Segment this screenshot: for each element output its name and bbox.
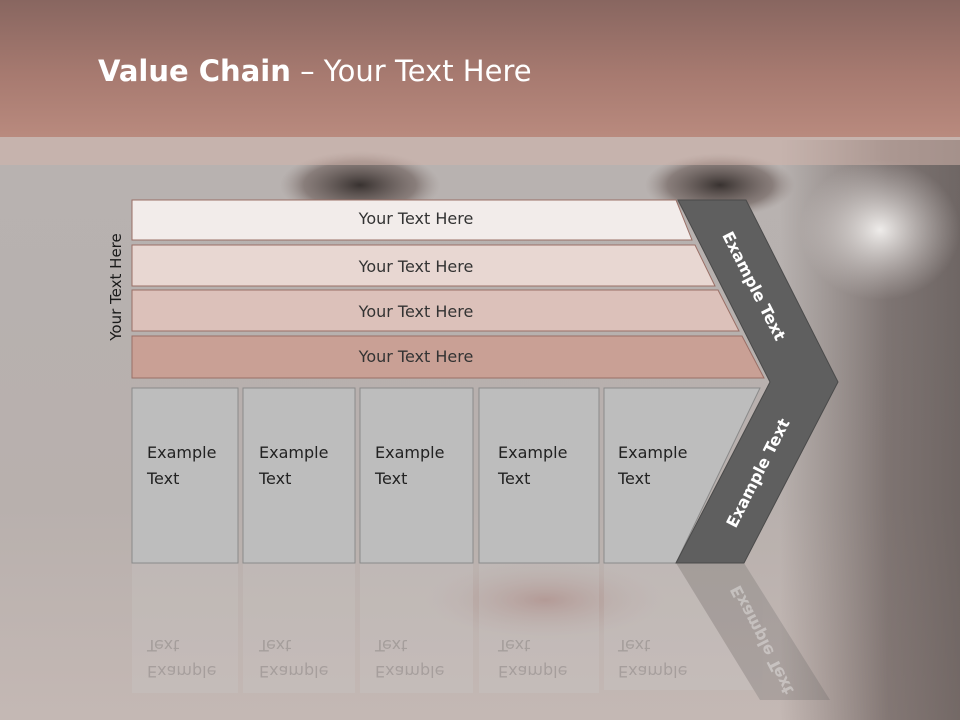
bar-label-2: Your Text Here: [358, 257, 474, 276]
column-reflection-5: [604, 563, 760, 690]
bar-2: [131, 244, 716, 287]
bar-label-3: Your Text Here: [358, 302, 474, 321]
header-stripe: [0, 137, 960, 165]
bar-4: [131, 335, 765, 379]
header-band: [0, 0, 960, 137]
chevron-arrow: [675, 199, 839, 564]
bar-1: [131, 199, 693, 241]
arrow-reflection: [676, 563, 830, 700]
bar-label-1: Your Text Here: [358, 209, 474, 228]
title-rest: – Your Text Here: [290, 54, 532, 88]
column-reflection-1: [132, 563, 238, 693]
column-4: [478, 387, 600, 564]
column-reflection-3: [360, 563, 473, 693]
column-2: [242, 387, 356, 564]
title-bold: Value Chain: [98, 54, 291, 88]
slide-title: Value Chain – Your Text Here: [98, 54, 532, 88]
column-reflection-4: [479, 563, 599, 693]
column-1: [131, 387, 239, 564]
bar-3: [131, 289, 740, 332]
column-3: [359, 387, 474, 564]
bar-label-4: Your Text Here: [358, 347, 474, 366]
column-reflection-2: [243, 563, 355, 693]
